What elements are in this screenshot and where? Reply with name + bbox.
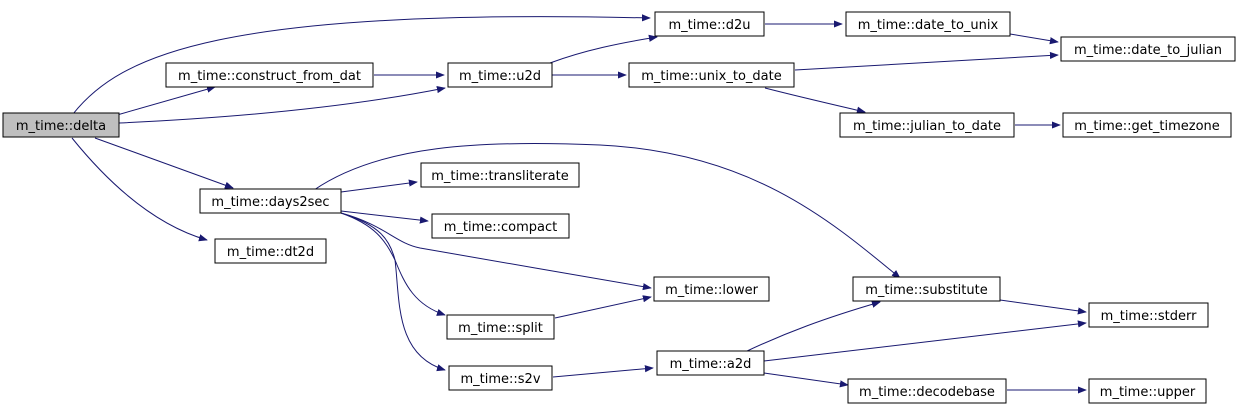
node-dt2d[interactable]: m_time::dt2d (214, 238, 327, 264)
edge-days2sec-lower (340, 212, 652, 291)
edge-a2d-stderr (763, 320, 1087, 362)
node-lower-label: m_time::lower (665, 283, 758, 298)
edge-days2sec-split (340, 212, 446, 316)
edge-delta-construct-from-dat (116, 85, 216, 116)
node-s2v[interactable]: m_time::s2v (448, 365, 553, 391)
edge-split-lower (554, 295, 652, 319)
node-get-timezone[interactable]: m_time::get_timezone (1062, 112, 1232, 138)
node-split-label: m_time::split (458, 321, 543, 336)
node-stderr-label: m_time::stderr (1101, 309, 1198, 324)
node-julian-to-date-label: m_time::julian_to_date (853, 119, 1001, 134)
node-d2u[interactable]: m_time::d2u (654, 11, 765, 37)
edge-substitute-stderr (999, 299, 1087, 315)
edge-delta-d2u (72, 14, 651, 115)
node-transliterate[interactable]: m_time::transliterate (420, 162, 580, 188)
node-julian-to-date[interactable]: m_time::julian_to_date (839, 112, 1015, 138)
node-unix-to-date-label: m_time::unix_to_date (641, 69, 781, 84)
node-decodebase[interactable]: m_time::decodebase (847, 378, 1007, 404)
edge-a2d-substitute (744, 300, 881, 353)
node-construct-from-dat-label: m_time::construct_from_dat (178, 69, 361, 84)
edge-days2sec-transliterate (340, 179, 418, 193)
node-substitute-label: m_time::substitute (865, 283, 987, 298)
node-unix-to-date[interactable]: m_time::unix_to_date (628, 62, 795, 88)
node-dt2d-label: m_time::dt2d (227, 245, 314, 260)
node-date-to-julian[interactable]: m_time::date_to_julian (1060, 36, 1236, 62)
edge-days2sec-compact (340, 210, 429, 224)
node-date-to-unix-label: m_time::date_to_unix (858, 18, 999, 33)
node-substitute[interactable]: m_time::substitute (852, 276, 1001, 302)
node-d2u-label: m_time::d2u (668, 18, 750, 33)
edges (71, 14, 1087, 394)
node-stderr[interactable]: m_time::stderr (1088, 302, 1209, 328)
node-days2sec[interactable]: m_time::days2sec (199, 188, 342, 214)
node-compact-label: m_time::compact (444, 220, 558, 235)
edge-a2d-decodebase (763, 372, 849, 388)
edge-date-to-unix-date-to-julian (1009, 33, 1059, 45)
node-upper-label: m_time::upper (1100, 385, 1196, 400)
node-construct-from-dat[interactable]: m_time::construct_from_dat (165, 62, 374, 88)
node-compact[interactable]: m_time::compact (431, 213, 570, 239)
edge-s2v-a2d (552, 365, 654, 378)
edge-days2sec-s2v (340, 212, 446, 372)
node-split[interactable]: m_time::split (446, 314, 555, 340)
node-date-to-unix[interactable]: m_time::date_to_unix (845, 11, 1011, 37)
node-decodebase-label: m_time::decodebase (859, 385, 995, 400)
edge-delta-days2sec (94, 137, 234, 189)
edge-delta-dt2d (71, 137, 208, 242)
node-days2sec-label: m_time::days2sec (211, 195, 329, 210)
node-get-timezone-label: m_time::get_timezone (1074, 119, 1220, 134)
node-s2v-label: m_time::s2v (460, 372, 540, 387)
nodes: m_time::delta m_time::construct_from_dat… (2, 11, 1236, 404)
node-lower[interactable]: m_time::lower (653, 276, 770, 302)
node-upper[interactable]: m_time::upper (1088, 378, 1207, 404)
node-transliterate-label: m_time::transliterate (431, 169, 568, 184)
node-a2d[interactable]: m_time::a2d (656, 350, 765, 376)
node-delta-label: m_time::delta (16, 119, 106, 134)
node-a2d-label: m_time::a2d (670, 357, 752, 372)
node-date-to-julian-label: m_time::date_to_julian (1074, 43, 1222, 58)
node-u2d[interactable]: m_time::u2d (447, 62, 553, 88)
edge-days2sec-substitute (313, 142, 901, 279)
node-delta[interactable]: m_time::delta (2, 112, 120, 138)
edge-delta-u2d (118, 86, 446, 124)
edge-unix-to-date-date-to-julian (794, 51, 1059, 71)
node-u2d-label: m_time::u2d (459, 69, 541, 84)
edge-unix-to-date-julian-to-date (764, 87, 866, 114)
edge-u2d-d2u (549, 34, 658, 64)
